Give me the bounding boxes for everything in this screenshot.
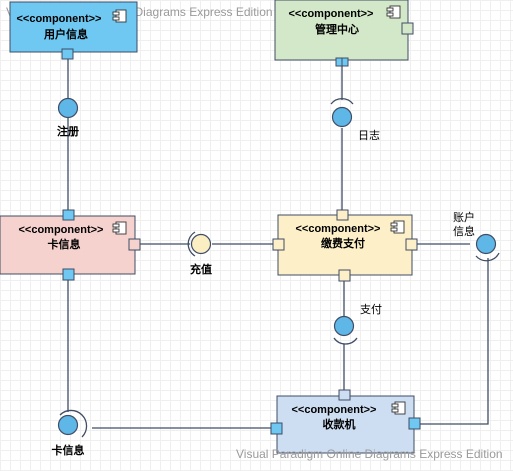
card-info-socket-icon bbox=[59, 409, 88, 438]
user-info-stereotype: <<component>> bbox=[17, 13, 102, 25]
component-card-info[interactable]: <<component>> 卡信息 bbox=[0, 209, 141, 281]
account-info-ball-icon[interactable] bbox=[475, 233, 497, 255]
connector-account-info-cashier[interactable] bbox=[420, 258, 489, 425]
cashier-name: 收款机 bbox=[323, 417, 356, 431]
card-info-interface-label: 卡信息 bbox=[52, 443, 85, 457]
payment-left-port[interactable] bbox=[272, 238, 285, 251]
admin-center-side-port[interactable] bbox=[401, 22, 414, 35]
component-admin-center[interactable]: <<component>> 管理中心 bbox=[274, 0, 414, 67]
recharge-label: 充值 bbox=[190, 262, 212, 276]
pay-ball-icon[interactable] bbox=[333, 315, 355, 337]
pay-socket-icon bbox=[333, 337, 358, 345]
component-icon bbox=[391, 401, 406, 415]
card-info-bottom-port[interactable] bbox=[62, 268, 75, 281]
user-info-box[interactable] bbox=[9, 1, 138, 53]
interface-account-info[interactable]: 账户 信息 bbox=[453, 210, 500, 262]
component-icon bbox=[390, 220, 405, 234]
cashier-left-port[interactable] bbox=[270, 422, 283, 435]
card-info-box[interactable] bbox=[0, 215, 136, 275]
component-icon bbox=[112, 9, 127, 23]
pay-label: 支付 bbox=[360, 303, 382, 316]
account-info-label-line2: 信息 bbox=[453, 224, 475, 238]
user-info-port[interactable] bbox=[61, 48, 74, 60]
account-info-label-line1: 账户 bbox=[453, 210, 475, 224]
log-ball-icon[interactable] bbox=[331, 106, 353, 128]
register-ball-icon[interactable] bbox=[57, 97, 79, 119]
payment-right-port[interactable] bbox=[405, 238, 418, 251]
card-info-top-port[interactable] bbox=[62, 209, 75, 221]
interface-register[interactable]: 注册 bbox=[57, 97, 79, 139]
log-label: 日志 bbox=[358, 129, 380, 142]
card-info-name: 卡信息 bbox=[48, 237, 81, 251]
payment-bottom-port[interactable] bbox=[338, 269, 351, 282]
payment-top-port[interactable] bbox=[336, 209, 349, 221]
interface-log[interactable]: 日志 bbox=[330, 98, 380, 142]
admin-center-stereotype: <<component>> bbox=[289, 8, 374, 20]
component-cashier[interactable]: <<component>> 收款机 bbox=[270, 389, 421, 454]
cashier-right-port[interactable] bbox=[408, 417, 421, 430]
log-socket-icon bbox=[330, 98, 354, 105]
component-user-info[interactable]: <<component>> 用户信息 bbox=[9, 1, 138, 60]
admin-center-port-right[interactable] bbox=[341, 57, 349, 67]
connectors bbox=[67, 55, 489, 429]
component-icon bbox=[386, 5, 401, 19]
component-payment[interactable]: <<component>> 缴费支付 bbox=[272, 209, 418, 282]
admin-center-port-left[interactable] bbox=[335, 57, 343, 67]
component-icon bbox=[112, 221, 127, 235]
admin-center-box[interactable] bbox=[274, 0, 409, 61]
user-info-name: 用户信息 bbox=[44, 27, 88, 41]
recharge-ball-icon[interactable] bbox=[190, 233, 212, 255]
card-info-ball-icon[interactable] bbox=[57, 414, 79, 436]
account-info-socket-icon bbox=[475, 252, 500, 262]
payment-name: 缴费支付 bbox=[321, 236, 365, 250]
payment-stereotype: <<component>> bbox=[296, 223, 381, 235]
interface-card-info[interactable]: 卡信息 bbox=[52, 409, 88, 457]
register-label: 注册 bbox=[57, 124, 79, 138]
watermark-bottom: Visual Paradigm Online Diagrams Express … bbox=[236, 447, 503, 461]
interface-pay[interactable]: 支付 bbox=[333, 303, 382, 345]
recharge-socket-icon bbox=[187, 231, 196, 257]
card-info-right-port[interactable] bbox=[128, 238, 141, 251]
cashier-stereotype: <<component>> bbox=[292, 404, 377, 416]
interface-recharge[interactable]: 充值 bbox=[187, 231, 212, 276]
card-info-stereotype: <<component>> bbox=[19, 224, 104, 236]
admin-center-name: 管理中心 bbox=[315, 22, 359, 36]
cashier-top-port[interactable] bbox=[338, 389, 351, 401]
